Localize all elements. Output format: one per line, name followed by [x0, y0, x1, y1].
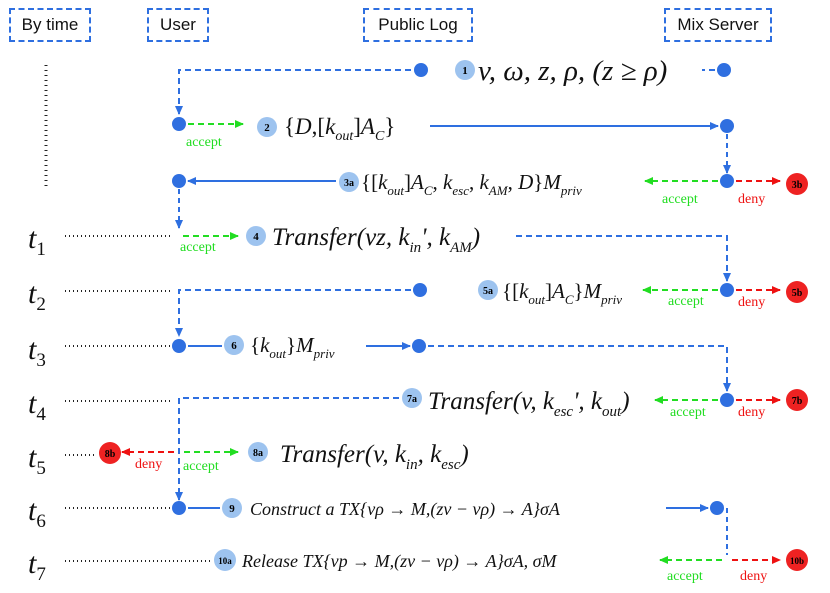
- dot: [172, 174, 186, 188]
- svg-text:7b: 7b: [792, 396, 803, 407]
- svg-text:8a: 8a: [253, 448, 263, 459]
- time-t4: t4: [28, 387, 46, 425]
- time-t2: t2: [28, 277, 46, 315]
- svg-text:accept: accept: [183, 459, 219, 474]
- step-4-text: Transfer(vz, kin', kAM): [272, 224, 480, 256]
- svg-text:accept: accept: [667, 569, 703, 584]
- time-t5: t5: [28, 441, 46, 479]
- svg-text:deny: deny: [135, 457, 162, 472]
- svg-text:4: 4: [253, 231, 259, 243]
- time-t6: t6: [28, 494, 46, 532]
- time-leaders: [65, 235, 210, 562]
- step-3a-text: {[kout]AC, kesc, kAM, D}Mpriv: [361, 170, 582, 198]
- badge-10b: [786, 549, 808, 571]
- step-8a-text: Transfer(v, kin, kesc): [280, 441, 469, 473]
- accept-label: accept: [186, 135, 222, 150]
- svg-text:deny: deny: [738, 192, 765, 207]
- svg-text:10a: 10a: [218, 556, 232, 566]
- badge-2: [257, 117, 277, 137]
- svg-text:8b: 8b: [105, 449, 116, 460]
- badge-5b: [786, 281, 808, 303]
- step-1-text: v, ω, z, ρ, (z ≥ ρ): [478, 55, 667, 87]
- step-5a-text: {[kout]AC}Mpriv: [502, 279, 622, 307]
- dot: [172, 501, 186, 515]
- svg-text:9: 9: [229, 503, 235, 515]
- svg-text:2: 2: [264, 122, 270, 134]
- svg-text:10b: 10b: [790, 556, 804, 566]
- step-6-text: {kout}Mpriv: [250, 333, 335, 361]
- svg-text:accept: accept: [662, 192, 698, 207]
- svg-text:deny: deny: [738, 295, 765, 310]
- dot: [413, 283, 427, 297]
- badge-7a: [402, 388, 422, 408]
- svg-text:deny: deny: [738, 405, 765, 420]
- header-mix-server: Mix Server: [664, 8, 772, 42]
- badge-3b: [786, 173, 808, 195]
- svg-text:accept: accept: [670, 405, 706, 420]
- svg-text:5a: 5a: [483, 286, 493, 297]
- step-2-text: {D,[kout]AC}: [284, 114, 395, 144]
- header-by-time: By time: [9, 8, 91, 42]
- dot: [720, 393, 734, 407]
- svg-text:accept: accept: [668, 294, 704, 309]
- time-t1: t1: [28, 222, 46, 260]
- badge-1: [455, 60, 475, 80]
- badge-7b: [786, 389, 808, 411]
- badge-4: [246, 226, 266, 246]
- time-t3: t3: [28, 333, 46, 371]
- dot: [414, 63, 428, 77]
- dot: [717, 63, 731, 77]
- badge-5a: [478, 280, 498, 300]
- step-10a-text: Release TX{vp → M,(zv − vρ) → A}σA, σM: [241, 551, 558, 572]
- badge-1-label: 1: [462, 65, 468, 77]
- badge-9: [222, 498, 242, 518]
- badge-8b: [99, 442, 121, 464]
- svg-text:3a: 3a: [344, 178, 354, 189]
- step-9-text: Construct a TX{vρ → M,(zv − vρ) → A}σA: [250, 499, 561, 520]
- dot: [412, 339, 426, 353]
- svg-text:7a: 7a: [407, 394, 417, 405]
- badge-3a: [339, 172, 359, 192]
- svg-text:5b: 5b: [792, 288, 803, 299]
- svg-text:deny: deny: [740, 569, 767, 584]
- badge-6: [224, 335, 244, 355]
- dot: [172, 117, 186, 131]
- dot: [710, 501, 724, 515]
- header-public-log: Public Log: [363, 8, 473, 42]
- dot: [720, 119, 734, 133]
- svg-text:6: 6: [231, 340, 237, 352]
- svg-text:accept: accept: [180, 240, 216, 255]
- dot: [720, 174, 734, 188]
- svg-text:3b: 3b: [792, 180, 803, 191]
- badge-10a: [214, 549, 236, 571]
- dot: [720, 283, 734, 297]
- badge-8a: [248, 442, 268, 462]
- dot: [172, 339, 186, 353]
- time-t7: t7: [28, 547, 46, 585]
- header-user: User: [147, 8, 209, 42]
- step-1-flow: [175, 69, 715, 115]
- step-7a-text: Transfer(v, kesc', kout): [428, 388, 630, 420]
